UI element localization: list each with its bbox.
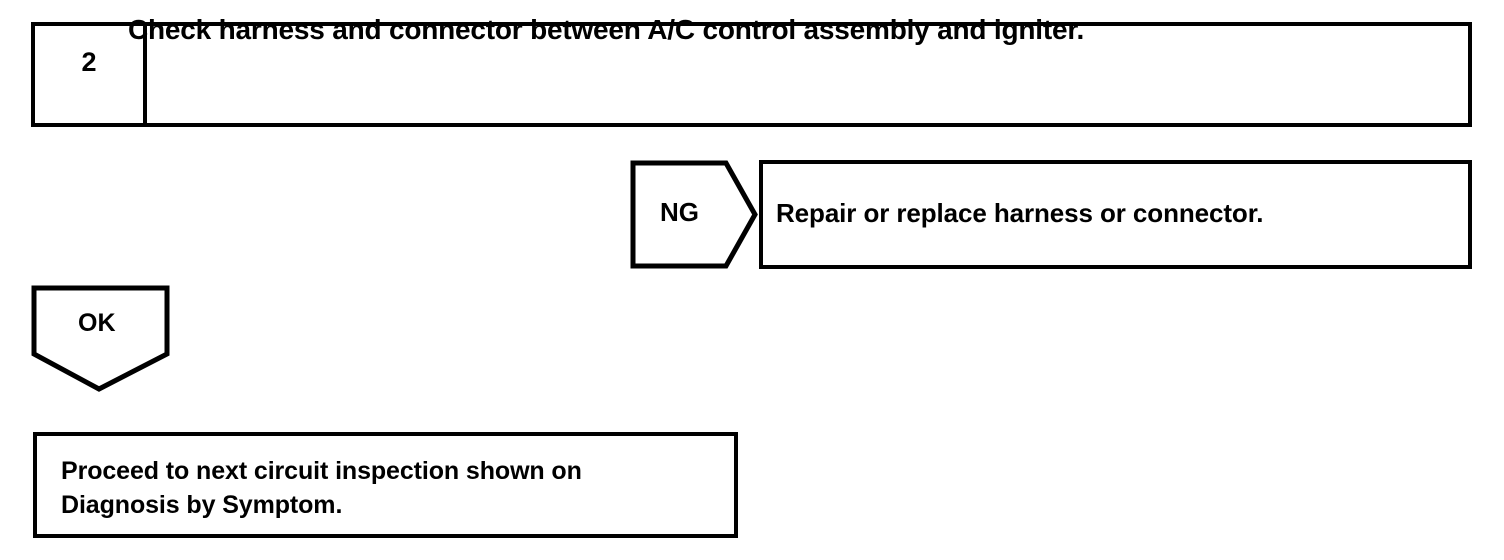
step-instruction-text: Check harness and connector between A/C … [128, 14, 1085, 45]
ok-result-box [33, 432, 738, 538]
ng-result-box [759, 160, 1472, 269]
step-number: 2 [81, 47, 97, 77]
ok-result-line-1: Proceed to next circuit inspection shown… [61, 457, 582, 485]
step-box: 2 [31, 22, 1472, 127]
ok-branch-label: OK [78, 309, 116, 337]
ok-arrow-shape [31, 285, 170, 392]
ng-branch-label: NG [660, 197, 699, 227]
ok-result-line-2: Diagnosis by Symptom. [61, 491, 343, 519]
ok-pentagon-icon [31, 285, 170, 392]
ok-result-text: Proceed to next circuit inspection shown… [61, 454, 582, 522]
step-number-cell: 2 [35, 26, 147, 123]
ng-arrow-shape [630, 160, 758, 269]
ng-result-text: Repair or replace harness or connector. [776, 198, 1264, 228]
ng-pentagon-icon [630, 160, 758, 269]
